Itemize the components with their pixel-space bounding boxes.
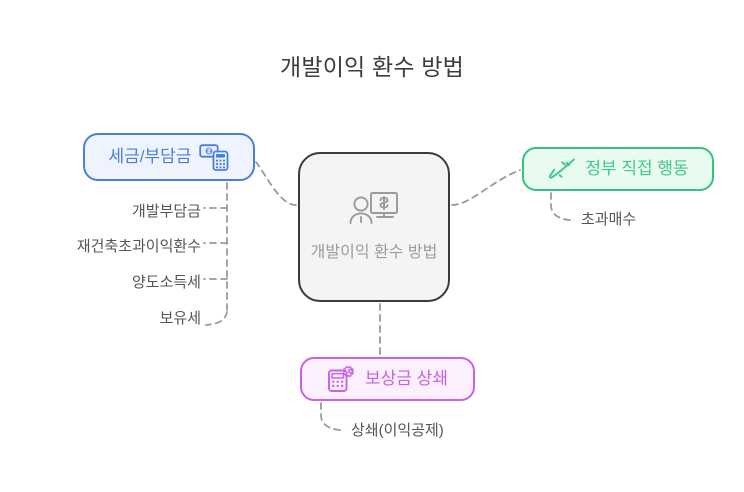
leaf-label-comp[interactable]: 상쇄(이익공제) (351, 422, 444, 439)
leaf-label-recon[interactable]: 재건축초과이익환수 (76, 238, 201, 255)
branch-node-tax-label: 세금/부담금 (108, 147, 192, 167)
branch-node-gov-label: 정부 직접 행동 (585, 159, 689, 179)
branch-node-gov[interactable]: 정부 직접 행동 (522, 147, 714, 191)
connector-gov-leaf-over (550, 192, 571, 221)
connector-center-to-tax (255, 161, 297, 206)
connector-tax-leaf-hold (205, 311, 228, 326)
connector-center-to-gov (451, 169, 521, 206)
branch-node-tax[interactable]: 세금/부담금 (83, 133, 255, 181)
leaf-label-over[interactable]: 초과매수 (581, 211, 637, 228)
branch-node-offset[interactable]: 보상금 상쇄 (300, 357, 475, 401)
calculator-gear-icon (327, 365, 357, 393)
page-title: 개발이익 환수 방법 (279, 54, 465, 80)
central-node[interactable]: 개발이익 환수 방법 (298, 152, 450, 302)
rifle-icon (547, 157, 577, 181)
leaf-label-hold[interactable]: 보유세 (159, 310, 201, 327)
leaf-label-dev[interactable]: 개발부담금 (131, 203, 201, 220)
central-node-label: 개발이익 환수 방법 (310, 244, 438, 262)
branch-node-offset-label: 보상금 상쇄 (365, 369, 448, 389)
leaf-label-trans[interactable]: 양도소득세 (131, 274, 201, 291)
connector-offset-leaf-comp (320, 402, 341, 431)
money-calculator-icon (199, 143, 229, 171)
person-presentation-money-icon (347, 190, 401, 232)
